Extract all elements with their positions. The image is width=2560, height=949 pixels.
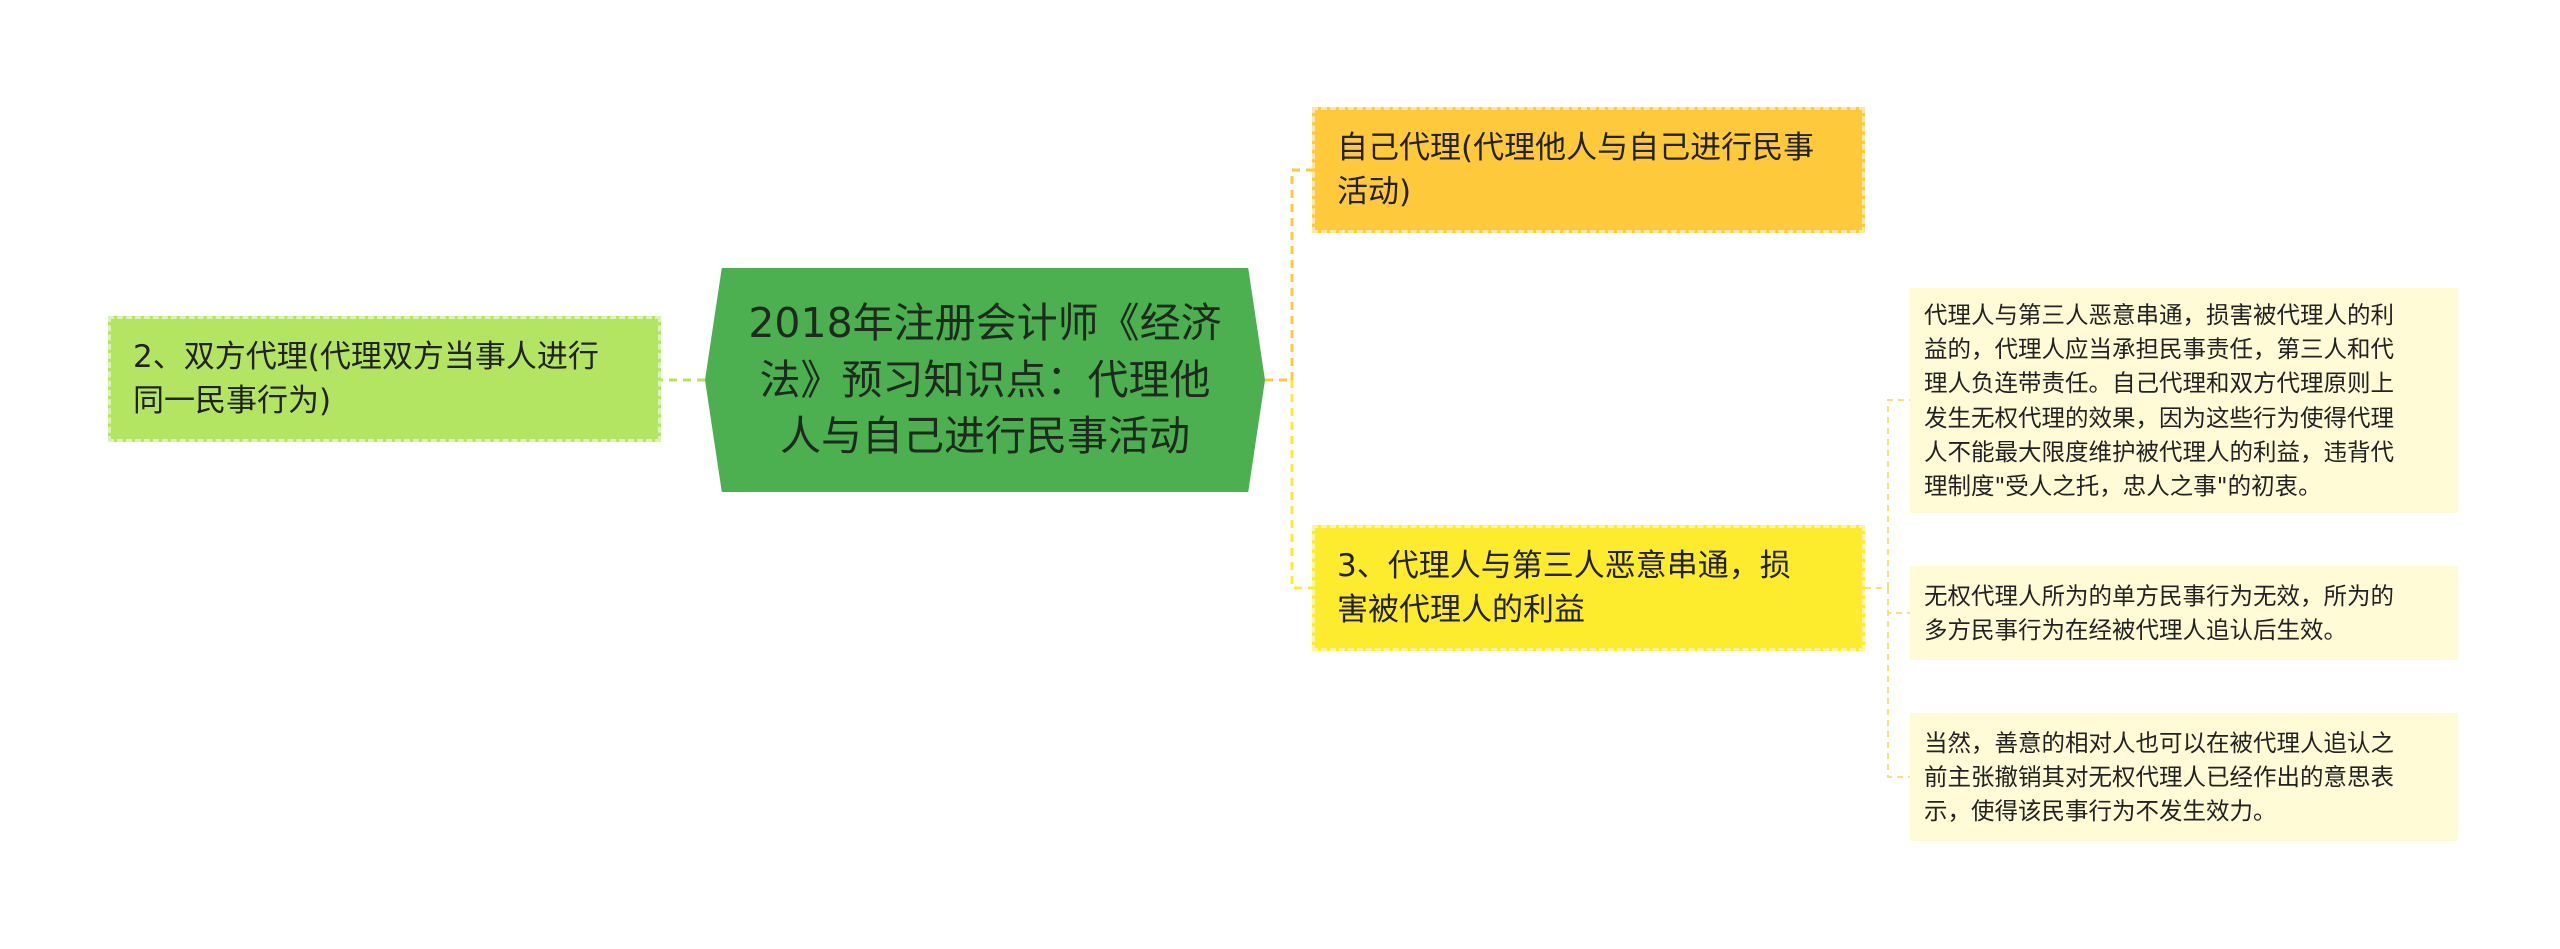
detail-node-unauthorized-acts[interactable]: 无权代理人所为的单方民事行为无效，所为的 多方民事行为在经被代理人追认后生效。 (1910, 566, 2458, 660)
branch-collusion-text: 3、代理人与第三人恶意串通，损 害被代理人的利益 (1337, 547, 1791, 628)
connector-root-to-collusion (1290, 380, 1312, 590)
branch-dual-agency-text: 2、双方代理(代理双方当事人进行 同一民事行为) (133, 338, 599, 419)
detail-node-joint-liability[interactable]: 代理人与第三人恶意串通，损害被代理人的利 益的，代理人应当承担民事责任，第三人和… (1910, 288, 2458, 513)
detail-node-bona-fide-revocation[interactable]: 当然，善意的相对人也可以在被代理人追认之 前主张撤销其对无权代理人已经作出的意思… (1910, 713, 2458, 841)
connector-collusion-to-detail-2 (1887, 588, 1910, 614)
connector-root-to-self-agency (1290, 168, 1312, 380)
detail-bona-fide-revocation-text: 当然，善意的相对人也可以在被代理人追认之 前主张撤销其对无权代理人已经作出的意思… (1924, 728, 2394, 826)
root-topic-text: 2018年注册会计师《经济 法》预习知识点：代理他 人与自己进行民事活动 (748, 299, 1222, 461)
branch-dual-agency-node[interactable]: 2、双方代理(代理双方当事人进行 同一民事行为) (108, 316, 661, 442)
branch-self-agency-node[interactable]: 自己代理(代理他人与自己进行民事 活动) (1312, 107, 1865, 233)
detail-unauthorized-acts-text: 无权代理人所为的单方民事行为无效，所为的 多方民事行为在经被代理人追认后生效。 (1924, 581, 2394, 644)
branch-self-agency-text: 自己代理(代理他人与自己进行民事 活动) (1337, 129, 1815, 210)
connector-collusion-to-detail-3 (1887, 588, 1910, 778)
connector-collusion-to-detail-1 (1887, 399, 1910, 588)
detail-joint-liability-text: 代理人与第三人恶意串通，损害被代理人的利 益的，代理人应当承担民事责任，第三人和… (1924, 301, 2394, 500)
root-topic-node[interactable]: 2018年注册会计师《经济 法》预习知识点：代理他 人与自己进行民事活动 (705, 268, 1265, 492)
branch-collusion-node[interactable]: 3、代理人与第三人恶意串通，损 害被代理人的利益 (1312, 525, 1865, 651)
